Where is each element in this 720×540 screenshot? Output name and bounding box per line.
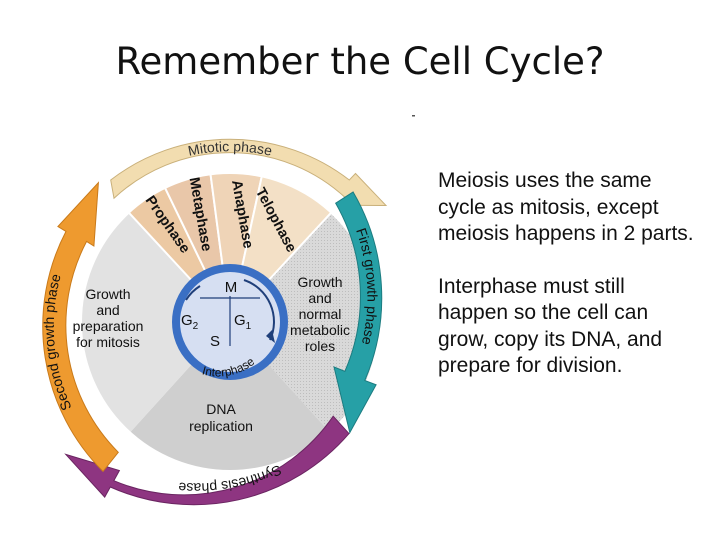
svg-text:replication: replication <box>189 418 253 434</box>
sector-s <box>129 322 331 473</box>
center-label-m: M <box>225 279 238 296</box>
center-label-g2: G2 <box>181 312 199 332</box>
arrow-second-growth-phase <box>42 181 119 473</box>
svg-text:preparation: preparation <box>73 318 144 334</box>
svg-text:Growth: Growth <box>297 274 342 290</box>
label-g2-description: Growth and preparation for mitosis <box>73 286 144 350</box>
slide-title: Remember the Cell Cycle? <box>115 40 605 83</box>
svg-text:roles: roles <box>305 338 335 354</box>
svg-text:and: and <box>308 290 331 306</box>
center-label-s: S <box>210 333 220 350</box>
paragraph-interphase: Interphase must still happen so the cell… <box>438 274 663 378</box>
arrow-first-growth-phase <box>333 191 383 434</box>
svg-text:metabolic: metabolic <box>290 322 350 338</box>
label-s-description: DNA replication <box>189 401 253 434</box>
svg-text:and: and <box>96 302 119 318</box>
svg-text:normal: normal <box>299 306 342 322</box>
svg-text:DNA: DNA <box>206 401 236 417</box>
label-g1-description: Growth and normal metabolic roles <box>290 274 350 354</box>
paragraph-meiosis: Meiosis uses the same cycle as mitosis, … <box>438 169 694 245</box>
body-text: Meiosis uses the same cycle as mitosis, … <box>438 168 698 406</box>
arc-label-mitotic: Mitotic phase <box>187 138 274 159</box>
svg-text:for mitosis: for mitosis <box>76 334 140 350</box>
svg-text:Growth: Growth <box>85 286 130 302</box>
svg-text:Mitotic phase: Mitotic phase <box>187 138 274 159</box>
center-label-g1: G1 <box>234 312 252 332</box>
arrow-synthesis-phase <box>64 415 350 506</box>
sector-g2 <box>80 212 230 434</box>
